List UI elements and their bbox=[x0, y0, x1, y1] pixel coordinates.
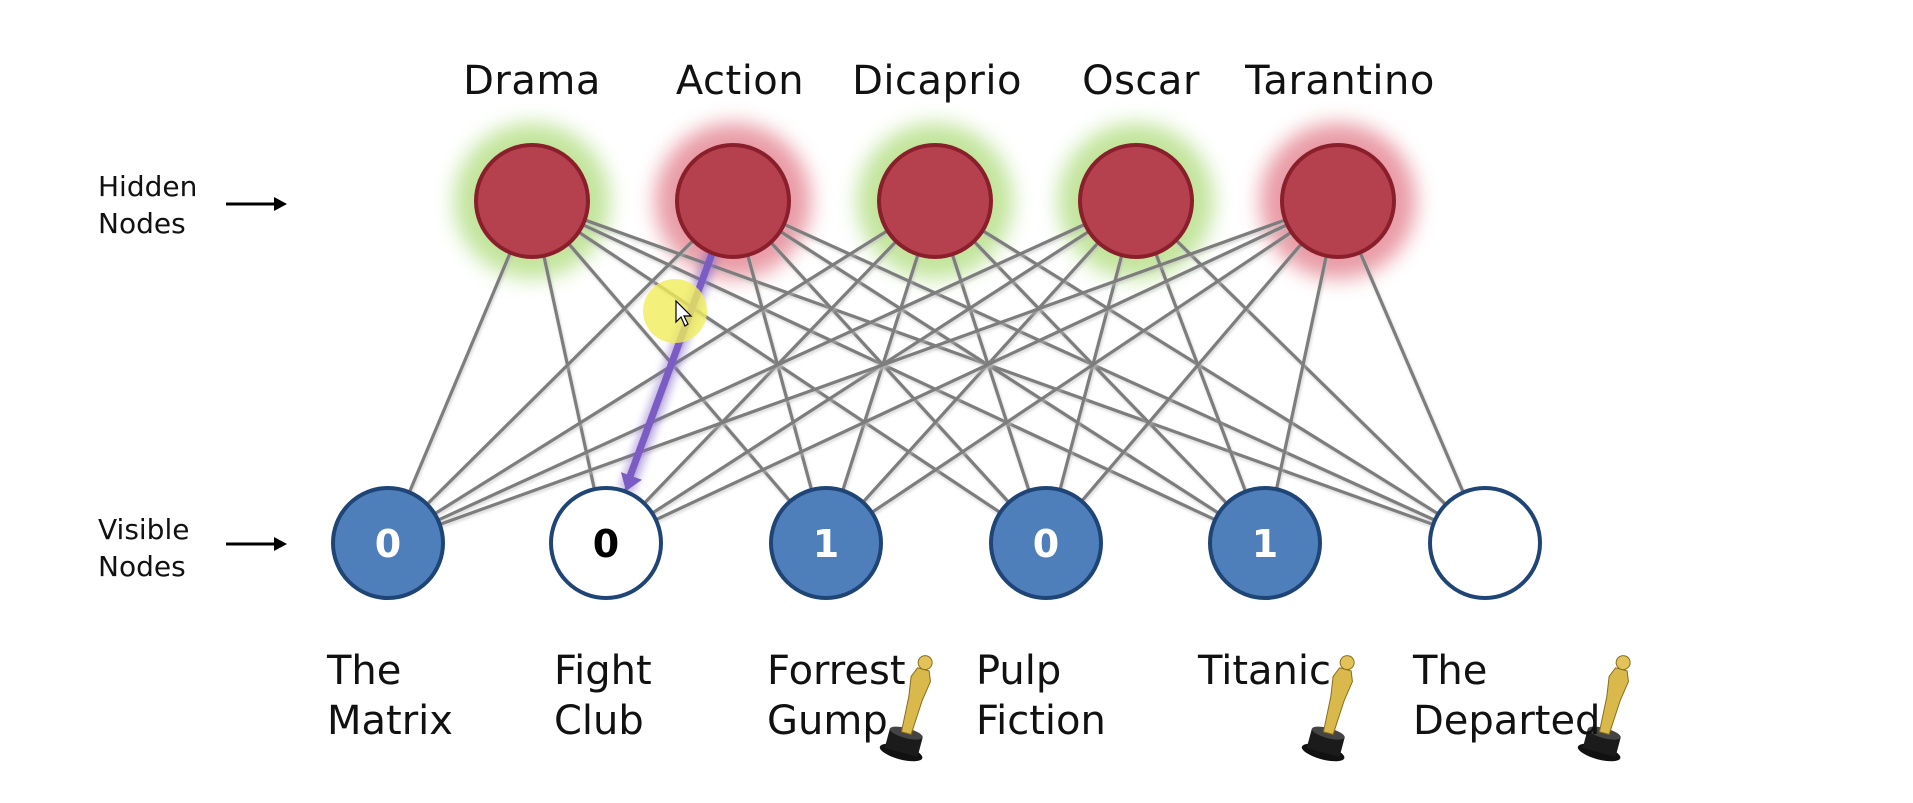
edge-shadow bbox=[640, 239, 902, 510]
movie-label-line1: Titanic bbox=[1198, 648, 1331, 694]
visible-node-titanic bbox=[1208, 486, 1322, 600]
edge-action-to-the-departed bbox=[779, 221, 1440, 524]
edge-tarantino-to-titanic bbox=[1274, 251, 1329, 494]
hidden-layer bbox=[474, 143, 1396, 259]
edge-tarantino-to-fight-club bbox=[651, 221, 1292, 523]
hidden-nodes-caption-line2: Nodes bbox=[98, 207, 186, 240]
oscar-statuette-icon bbox=[879, 655, 933, 762]
movie-label-line2: Club bbox=[554, 698, 644, 744]
movie-label-titanic: Titanic bbox=[1198, 646, 1331, 696]
edge-shadow bbox=[406, 250, 515, 499]
edge-shadow bbox=[434, 222, 1091, 526]
movie-label-line2: Departed bbox=[1413, 698, 1601, 744]
edge-dicaprio-to-forrest-gump bbox=[839, 250, 921, 495]
edge-drama-to-the-departed bbox=[580, 217, 1438, 528]
edge-tarantino-to-the-departed bbox=[1357, 248, 1467, 497]
cursor-highlight bbox=[643, 279, 707, 343]
movie-label-line2: Fiction bbox=[976, 698, 1106, 744]
hidden-nodes-caption-line1: Hidden bbox=[98, 170, 198, 203]
side-arrows bbox=[226, 197, 287, 551]
movie-label-line1: Forrest bbox=[767, 648, 906, 694]
hidden-label-dicaprio: Dicaprio bbox=[852, 58, 1022, 104]
movie-label-line2: Matrix bbox=[327, 698, 453, 744]
oscar-icons bbox=[879, 655, 1631, 762]
edge-oscar-to-the-matrix bbox=[433, 221, 1090, 524]
visible-node-the-matrix bbox=[331, 486, 445, 600]
hidden-node-tarantino bbox=[1280, 143, 1396, 259]
highlight-arrowhead-icon bbox=[620, 472, 642, 491]
visible-node-the-departed bbox=[1428, 486, 1542, 600]
edge-action-to-the-matrix bbox=[423, 236, 698, 509]
movie-label-pulp-fiction: Pulp Fiction bbox=[976, 646, 1106, 746]
edge-tarantino-to-the-matrix bbox=[435, 217, 1290, 528]
hidden-arrow-icon bbox=[274, 197, 287, 211]
edge-dicaprio-to-the-departed bbox=[978, 227, 1443, 518]
visible-node-fight-club-value: 0 bbox=[593, 522, 619, 566]
edge-shadow bbox=[868, 230, 1297, 519]
visible-nodes-caption-line1: Visible bbox=[98, 513, 190, 546]
hidden-label-drama: Drama bbox=[463, 58, 601, 104]
edge-shadow bbox=[859, 240, 1104, 509]
hidden-nodes-caption: Hidden Nodes bbox=[98, 168, 197, 242]
visible-node-pulp-fiction-value: 0 bbox=[1033, 522, 1059, 566]
mouse-cursor bbox=[643, 279, 707, 343]
edge-shadow bbox=[652, 223, 1293, 526]
hidden-label-action: Action bbox=[675, 58, 805, 104]
highlight-edge-line bbox=[625, 247, 717, 483]
visible-node-forrest-gump-value: 1 bbox=[813, 522, 839, 566]
movie-label-the-matrix: The Matrix bbox=[327, 646, 453, 746]
edge-shadow bbox=[1078, 241, 1307, 508]
movie-label-line1: The bbox=[1413, 648, 1488, 694]
movie-label-line1: The bbox=[327, 648, 402, 694]
visible-node-pulp-fiction bbox=[989, 486, 1103, 600]
visible-node-fight-club bbox=[549, 486, 663, 600]
edge-shadow bbox=[648, 229, 1095, 520]
movie-label-forrest-gump: Forrest Gump bbox=[767, 646, 906, 746]
edge-oscar-to-pulp-fiction bbox=[1057, 250, 1125, 495]
mouse-pointer-icon bbox=[675, 299, 693, 327]
edge-shadow bbox=[436, 218, 1291, 530]
visible-nodes-caption: Visible Nodes bbox=[98, 511, 189, 585]
edge-drama-to-the-matrix bbox=[406, 248, 514, 497]
hidden-label-tarantino: Tarantino bbox=[1245, 58, 1435, 104]
hidden-label-oscar: Oscar bbox=[1082, 58, 1200, 104]
hidden-node-dicaprio bbox=[877, 143, 993, 259]
edge-tarantino-to-forrest-gump bbox=[867, 228, 1296, 517]
edge-drama-to-fight-club bbox=[541, 251, 597, 494]
hidden-node-oscar bbox=[1078, 143, 1194, 259]
edge-oscar-to-titanic bbox=[1152, 249, 1249, 496]
movie-label-line1: Pulp bbox=[976, 648, 1062, 694]
oscar-statuette-icon bbox=[1577, 655, 1631, 762]
movie-label-line2: Gump bbox=[767, 698, 888, 744]
edge-dicaprio-to-pulp-fiction bbox=[949, 249, 1032, 495]
visible-layer: 0 0 1 0 1 bbox=[331, 486, 1542, 600]
hidden-node-drama bbox=[474, 143, 590, 259]
edge-drama-to-forrest-gump bbox=[564, 239, 794, 506]
hidden-node-action bbox=[675, 143, 791, 259]
edge-tarantino-to-pulp-fiction bbox=[1077, 239, 1306, 506]
edge-drama-to-pulp-fiction bbox=[574, 228, 1005, 517]
oscar-statuette-icon bbox=[1301, 655, 1355, 762]
movie-label-line1: Fight bbox=[554, 648, 652, 694]
visible-node-forrest-gump bbox=[769, 486, 883, 600]
visible-arrow-icon bbox=[274, 537, 287, 551]
edge-action-to-titanic bbox=[775, 227, 1223, 517]
edge-shadow bbox=[423, 238, 699, 511]
visible-nodes-caption-line2: Nodes bbox=[98, 550, 186, 583]
visible-node-the-matrix-value: 0 bbox=[375, 522, 401, 566]
movie-label-the-departed: The Departed bbox=[1413, 646, 1600, 746]
visible-node-titanic-value: 1 bbox=[1252, 522, 1278, 566]
movie-label-fight-club: Fight Club bbox=[554, 646, 652, 746]
